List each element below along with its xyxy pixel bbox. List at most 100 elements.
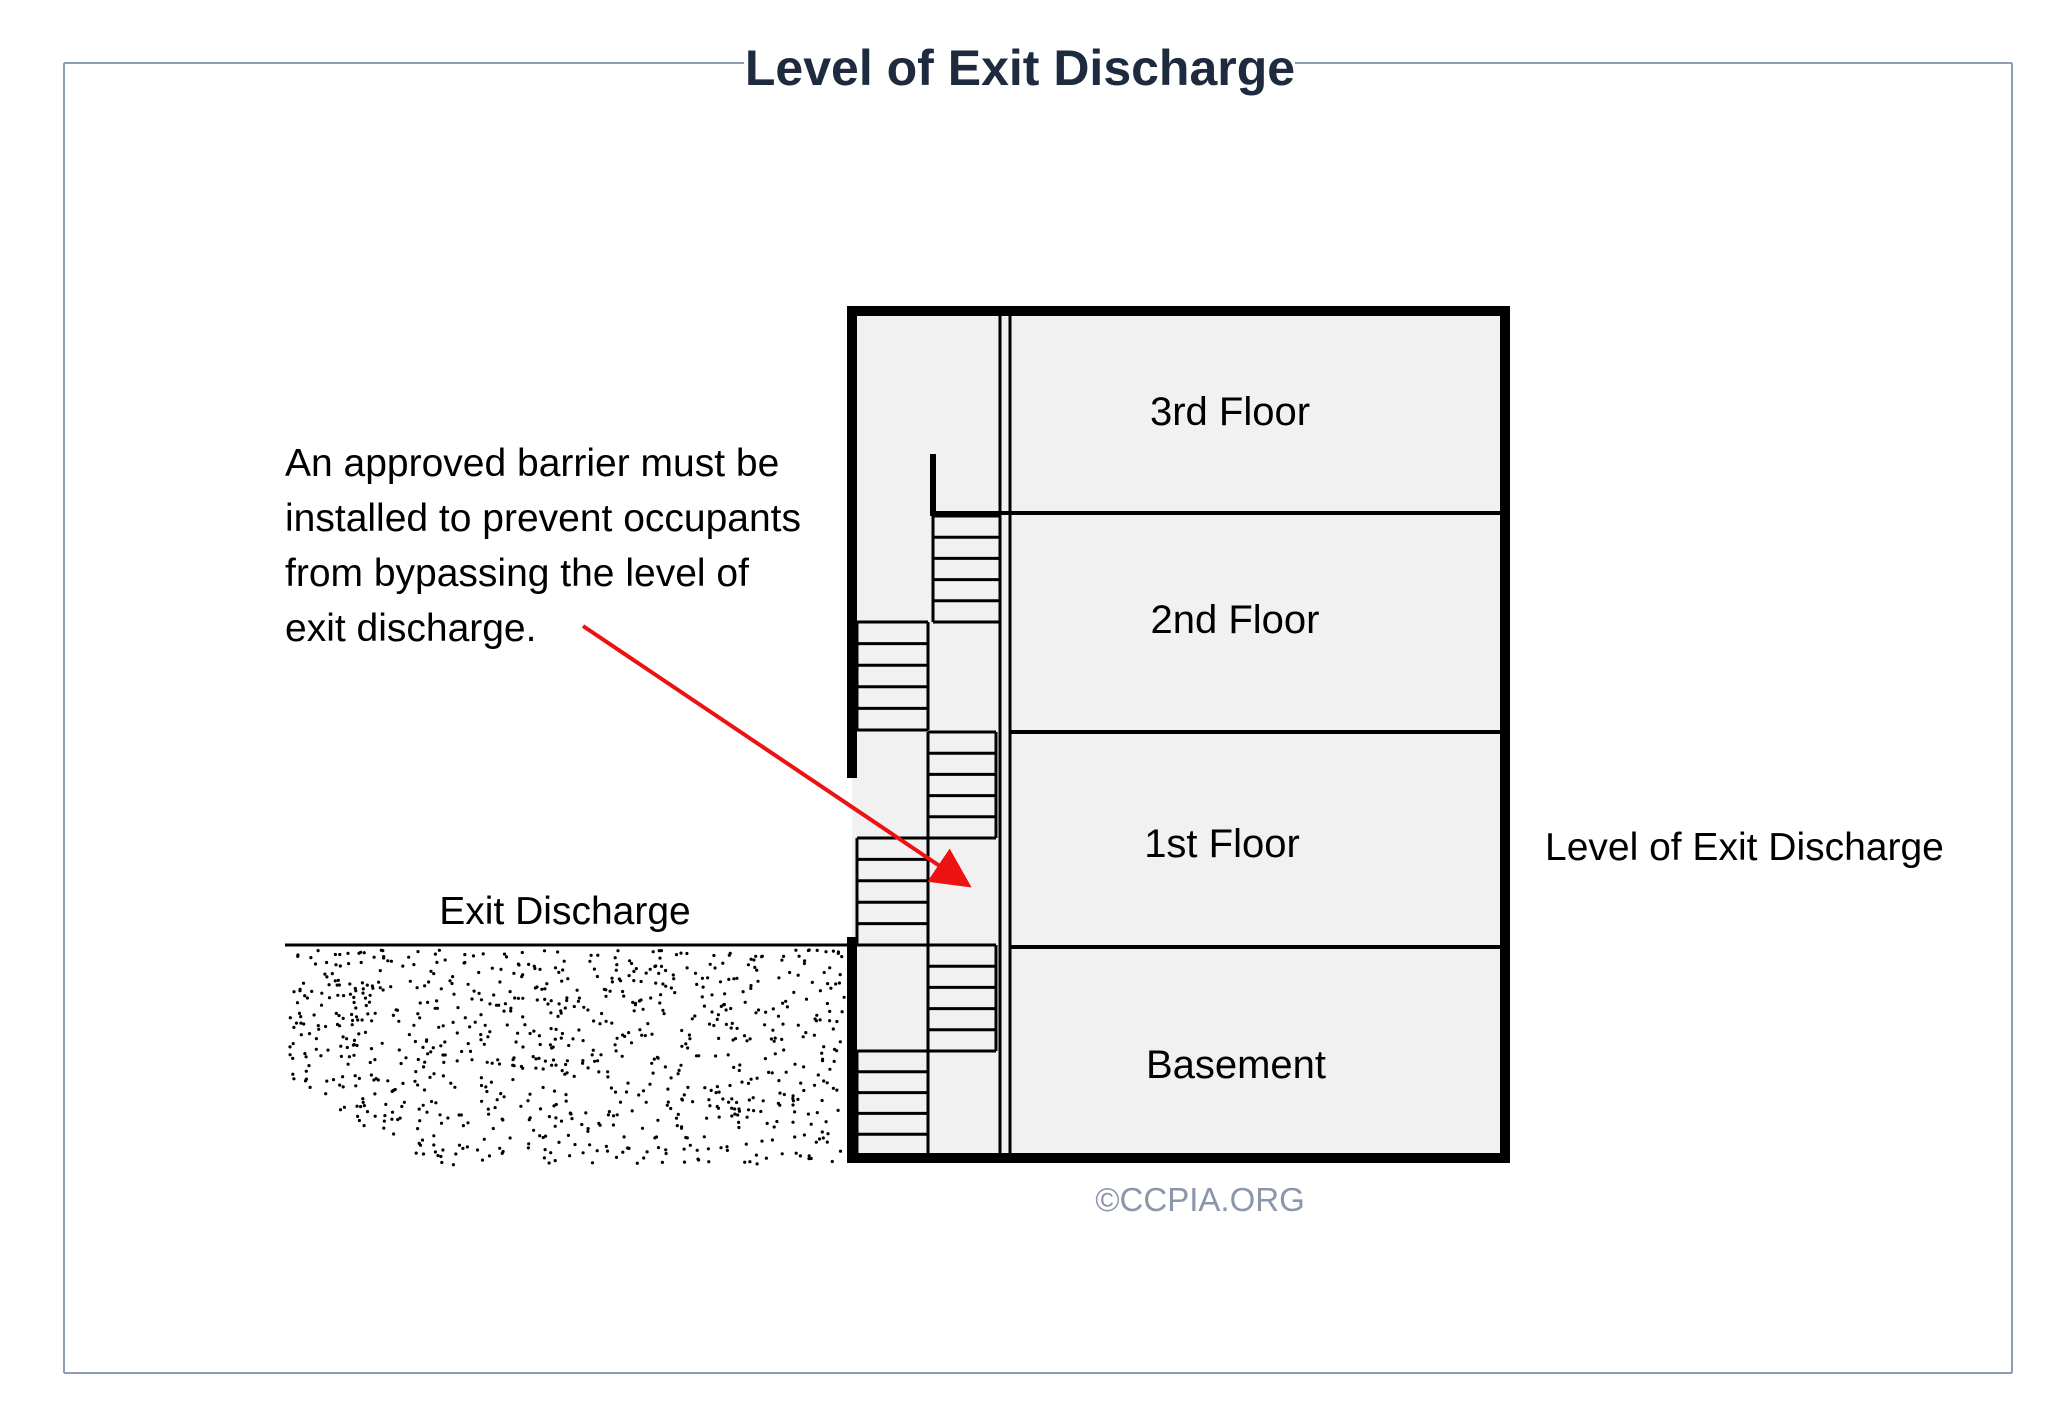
soil-dot	[685, 1136, 689, 1140]
soil-dot	[292, 1077, 296, 1081]
soil-dot	[573, 1142, 577, 1147]
soil-dot	[715, 1104, 719, 1109]
soil-dot	[732, 977, 736, 981]
soil-dot	[320, 991, 324, 995]
soil-dot	[557, 970, 561, 975]
soil-dot	[437, 948, 441, 952]
soil-dot	[559, 1119, 564, 1123]
soil-dot	[654, 981, 658, 985]
soil-dot	[296, 954, 300, 959]
soil-dot	[830, 1159, 834, 1164]
soil-dot	[357, 1076, 361, 1080]
soil-dot	[435, 999, 439, 1003]
soil-dot	[680, 1125, 684, 1129]
soil-dot	[606, 1070, 610, 1074]
soil-dot	[564, 1093, 568, 1097]
soil-dot	[821, 1136, 825, 1140]
soil-dot	[347, 1055, 351, 1059]
soil-dot	[737, 1125, 741, 1130]
soil-dot	[443, 958, 447, 962]
soil-dot	[607, 1110, 612, 1114]
soil-dot	[738, 1063, 742, 1067]
soil-dot	[581, 1039, 585, 1043]
soil-dot	[519, 1104, 523, 1108]
soil-dot	[615, 1036, 619, 1040]
soil-dot	[559, 1036, 563, 1040]
soil-dot	[810, 980, 814, 985]
soil-dot	[499, 967, 503, 972]
soil-dot	[560, 1069, 564, 1073]
soil-dot	[511, 1078, 515, 1082]
soil-dot	[441, 1074, 445, 1078]
soil-dot	[775, 1119, 779, 1124]
soil-dot	[453, 1085, 457, 1089]
soil-dot	[512, 971, 516, 976]
soil-dot	[776, 1101, 781, 1105]
soil-dot	[793, 1110, 797, 1114]
soil-dot	[831, 1086, 836, 1090]
soil-dot	[707, 1098, 711, 1102]
soil-dot	[386, 959, 390, 963]
soil-dot	[346, 951, 350, 956]
soil-dot	[460, 1049, 464, 1054]
soil-dot	[473, 1020, 477, 1024]
soil-dot	[431, 1046, 435, 1050]
soil-dot	[380, 1041, 384, 1045]
soil-dot	[614, 1049, 618, 1053]
soil-dot	[304, 1055, 308, 1059]
soil-dot	[521, 996, 525, 1000]
soil-dot	[533, 986, 538, 990]
soil-dot	[812, 1033, 817, 1037]
soil-dot	[697, 1054, 701, 1058]
soil-dot	[416, 1083, 420, 1087]
soil-dot	[439, 1154, 443, 1159]
soil-dot	[455, 1031, 459, 1035]
soil-dot	[586, 1129, 590, 1133]
soil-dot	[337, 1014, 341, 1018]
soil-dot	[620, 1054, 624, 1058]
soil-dot	[502, 1009, 506, 1013]
soil-dot	[436, 1154, 440, 1158]
soil-dot	[730, 1021, 734, 1025]
soil-dot	[664, 968, 668, 973]
soil-dot	[754, 1011, 758, 1015]
soil-dot	[356, 1114, 360, 1118]
soil-dot	[508, 990, 512, 994]
soil-dot	[412, 1023, 416, 1027]
soil-dot	[352, 995, 356, 1000]
soil-dot	[568, 1154, 572, 1158]
soil-dot	[604, 1019, 608, 1023]
soil-dot	[498, 1146, 502, 1150]
soil-dot	[727, 977, 731, 982]
soil-dot	[584, 1111, 588, 1115]
soil-dot	[818, 989, 823, 993]
soil-dot	[384, 1102, 388, 1106]
soil-dot	[693, 1014, 697, 1018]
soil-dot	[440, 1160, 444, 1165]
soil-dot	[325, 975, 329, 979]
soil-dot	[782, 1092, 786, 1097]
soil-dot	[391, 1013, 395, 1018]
soil-dot	[378, 969, 382, 973]
soil-dot	[822, 1045, 826, 1049]
soil-dot	[726, 1053, 730, 1057]
soil-dot	[414, 1070, 418, 1074]
soil-dot	[430, 1099, 434, 1104]
soil-dot	[593, 1059, 597, 1063]
soil-dot	[543, 1059, 548, 1063]
soil-dot	[723, 992, 727, 996]
soil-dot	[756, 1008, 761, 1012]
soil-dot	[645, 1150, 649, 1154]
soil-dot	[632, 979, 636, 983]
soil-dot	[807, 1154, 811, 1158]
soil-dot	[350, 1012, 354, 1017]
soil-dot	[760, 955, 764, 959]
soil-dot	[624, 1090, 629, 1094]
soil-dot	[302, 1022, 306, 1026]
soil-dot	[610, 1021, 614, 1025]
soil-dot	[463, 1016, 467, 1020]
soil-dot	[418, 1001, 422, 1005]
soil-dot	[592, 967, 597, 971]
soil-dot	[451, 1020, 455, 1024]
soil-dot	[807, 1157, 811, 1161]
